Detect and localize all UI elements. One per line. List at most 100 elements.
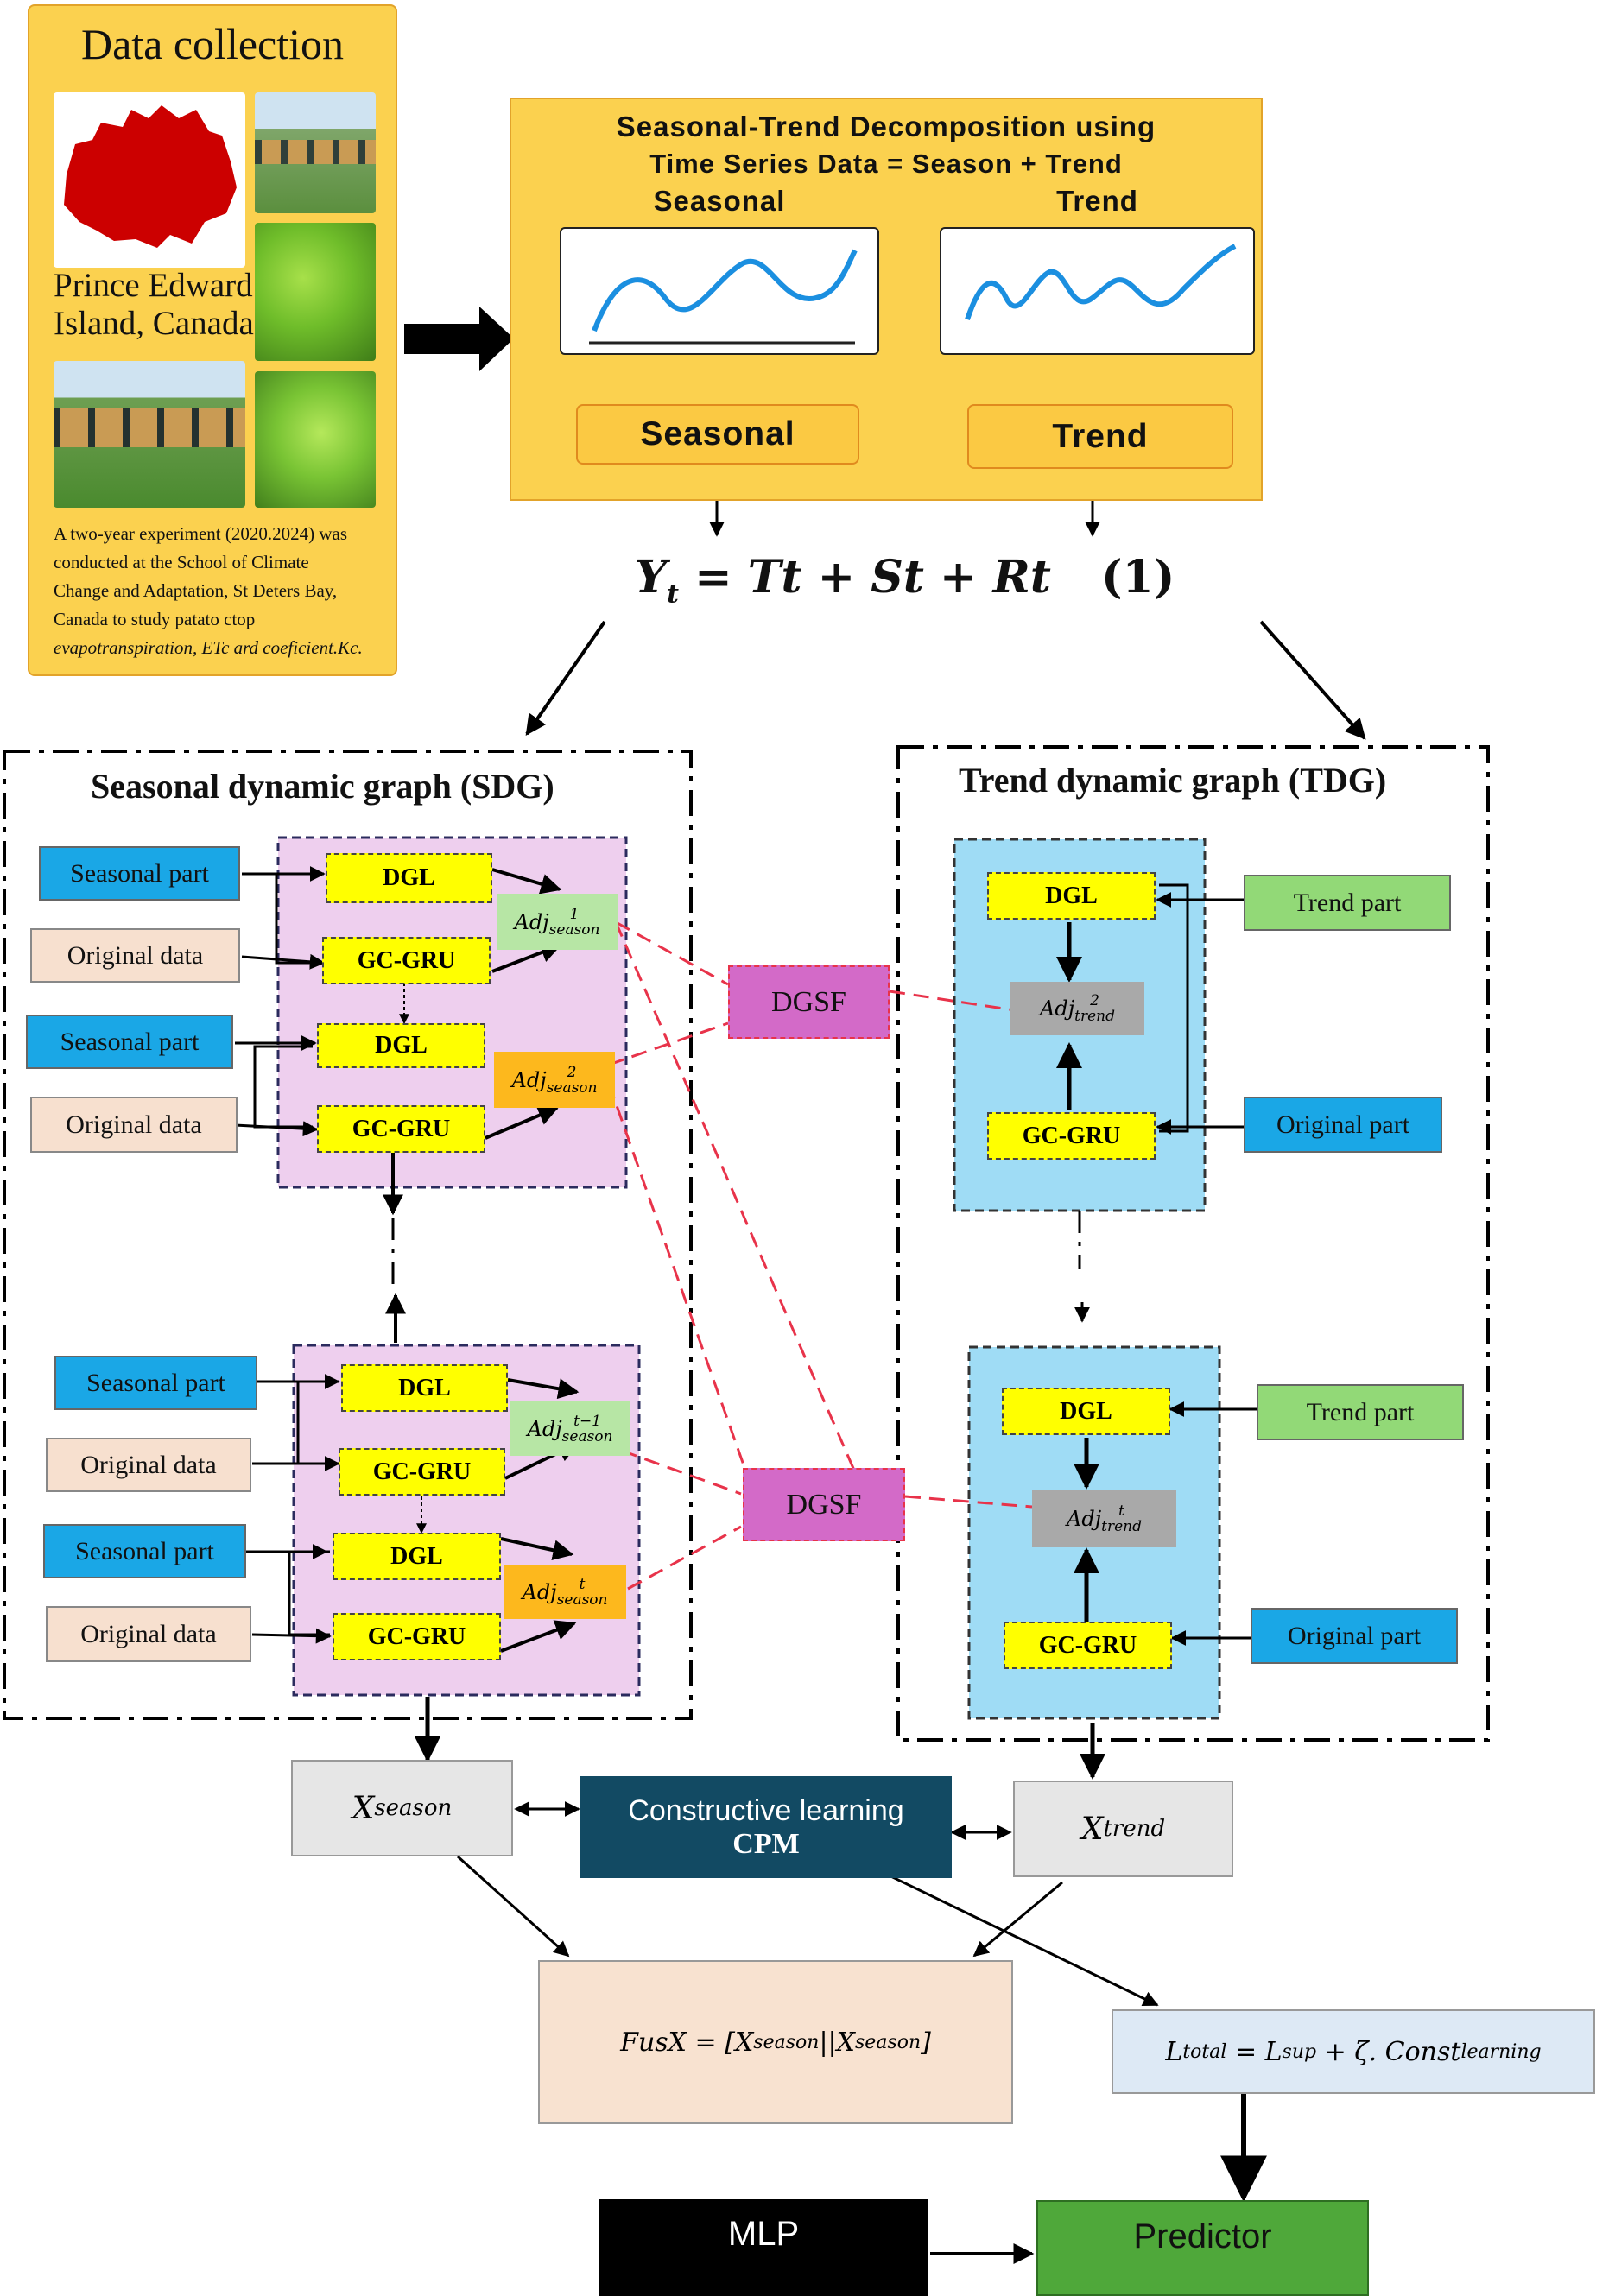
adj-base: Adj (1067, 1506, 1102, 1531)
sdg-seasonal-part-2: Seasonal part (26, 1015, 233, 1069)
sdg-gcgru-1: GC-GRU (322, 937, 491, 984)
potato-leaf-photo-2 (255, 371, 376, 508)
cpm-box: Constructive learning CPM (580, 1776, 952, 1878)
canada-map-icon (64, 105, 237, 248)
tdg-dgl-2: DGL (1002, 1388, 1170, 1435)
adj-base: Adj (1040, 996, 1075, 1021)
bracket-4 (288, 1550, 330, 1636)
sdg-dgl-4: DGL (333, 1533, 501, 1580)
tunnel-structure (255, 140, 376, 164)
sdg-gcgru-2: GC-GRU (317, 1105, 485, 1153)
seasonal-curve-icon (589, 249, 858, 345)
sdg-title: Seasonal dynamic graph (SDG) (91, 767, 554, 806)
arrow-xtrend-fusion (972, 1881, 1063, 1958)
sdg-dgl-2: DGL (317, 1023, 485, 1068)
big-arrow (404, 307, 514, 371)
loss-l3: Const (1384, 2036, 1461, 2067)
sdg-seasonal-part-4: Seasonal part (43, 1524, 246, 1578)
adj-base: Adj (527, 1416, 562, 1441)
arrow-dgl4-adj (500, 1537, 574, 1561)
loss-l1-sub: total (1182, 2040, 1227, 2063)
sdg-original-data-4: Original data (46, 1606, 251, 1662)
tdg-trend-part-1: Trend part (1244, 875, 1451, 931)
sdg-dgl-3: DGL (341, 1364, 508, 1412)
bracket-1 (275, 872, 321, 965)
arrow-dgl1-adj (491, 868, 562, 895)
cpm-line-1: Constructive learning (628, 1793, 904, 1827)
potato-leaf-photo-1 (255, 223, 376, 361)
adj-sub: season (561, 1427, 613, 1445)
description-line: Canada to study patato ctop (54, 609, 256, 629)
sdg-frame (3, 750, 693, 1720)
tdg-original-part-1: Original part (1244, 1097, 1442, 1153)
stl-trend-header: Trend (1056, 185, 1138, 217)
description-line: A two-year experiment (2020.2024) was (54, 523, 347, 544)
sdg-gcgru-3: GC-GRU (339, 1448, 505, 1496)
sdg-seasonal-part-1: Seasonal part (39, 846, 240, 901)
description-line: conducted at the School of Climate (54, 552, 309, 572)
adj-base: Adj (522, 1579, 557, 1604)
location-line-1: Prince Edward (54, 267, 253, 304)
field-photo-1 (255, 92, 376, 213)
arrow-gcgru1-adj (491, 942, 562, 973)
canada-map-image (54, 92, 245, 268)
adj-sub: season (556, 1591, 608, 1609)
tdg-title: Trend dynamic graph (TDG) (959, 761, 1387, 800)
tdg-trend-part-2: Trend part (1257, 1384, 1464, 1440)
tdg-dgl-1: DGL (987, 872, 1156, 920)
location-line-2: Island, Canada (54, 305, 254, 342)
stl-subtitle: Time Series Data = Season + Trend (649, 149, 1123, 179)
arrow-xseason-fusion (456, 1855, 570, 1958)
data-collection-title: Data collection (80, 20, 345, 68)
arrow-gcgru2-adj (485, 1105, 560, 1140)
tdg-frame (896, 745, 1490, 1742)
loss-eq: = (1226, 2036, 1265, 2067)
stl-trend-box: Trend (967, 404, 1233, 469)
adj-sub: trend (1074, 1008, 1115, 1025)
adj-sup: t (1118, 1502, 1124, 1520)
fusion-lhs: FusX = [ (620, 2027, 735, 2058)
dgsf-box-2: DGSF (743, 1468, 905, 1541)
fusion-rhs: ] (921, 2027, 931, 2058)
eq-rhs: = Tt + St + Rt (694, 551, 1051, 604)
sdg-dgl-1: DGL (326, 853, 492, 903)
adj-sub: season (548, 920, 600, 939)
bracket-2 (253, 1045, 313, 1129)
adj-base: Adj (514, 909, 549, 934)
eq-lhs-sub: t (667, 579, 679, 610)
tdg-bracket-1 (1159, 883, 1189, 1133)
stl-title: Seasonal-Trend Decomposition using (616, 111, 1156, 142)
loss-l2: L (1264, 2036, 1283, 2067)
sdg-gcgru-4: GC-GRU (333, 1613, 501, 1660)
loss-plus: + ζ. (1316, 2036, 1385, 2067)
adj-sub: season (546, 1078, 598, 1097)
stl-seasonal-header: Seasonal (653, 185, 786, 217)
tdg-gcgru-1: GC-GRU (987, 1112, 1156, 1160)
bracket-3 (296, 1380, 339, 1465)
sdg-original-data-1: Original data (30, 928, 240, 983)
loss-l1: L (1165, 2036, 1183, 2067)
description-line: evapotranspiration, ETc ard coeficient.K… (54, 637, 363, 658)
adj-sup: 2 (1090, 992, 1099, 1009)
x-base: X (352, 1790, 375, 1826)
mlp-box: MLP (599, 2199, 928, 2296)
description-block: A two-year experiment (2020.2024) was co… (54, 520, 395, 662)
fusion-a-sub: season (753, 2031, 820, 2053)
adj-base: Adj (511, 1067, 547, 1092)
sdg-original-data-2: Original data (30, 1097, 238, 1153)
arrow-eq-to-tdg (1259, 620, 1366, 740)
adj-sup: 1 (569, 905, 580, 923)
sdg-seasonal-part-3: Seasonal part (54, 1356, 257, 1410)
x-sub: season (374, 1795, 453, 1821)
fusion-a: X (734, 2027, 754, 2058)
trend-plot (940, 227, 1255, 355)
